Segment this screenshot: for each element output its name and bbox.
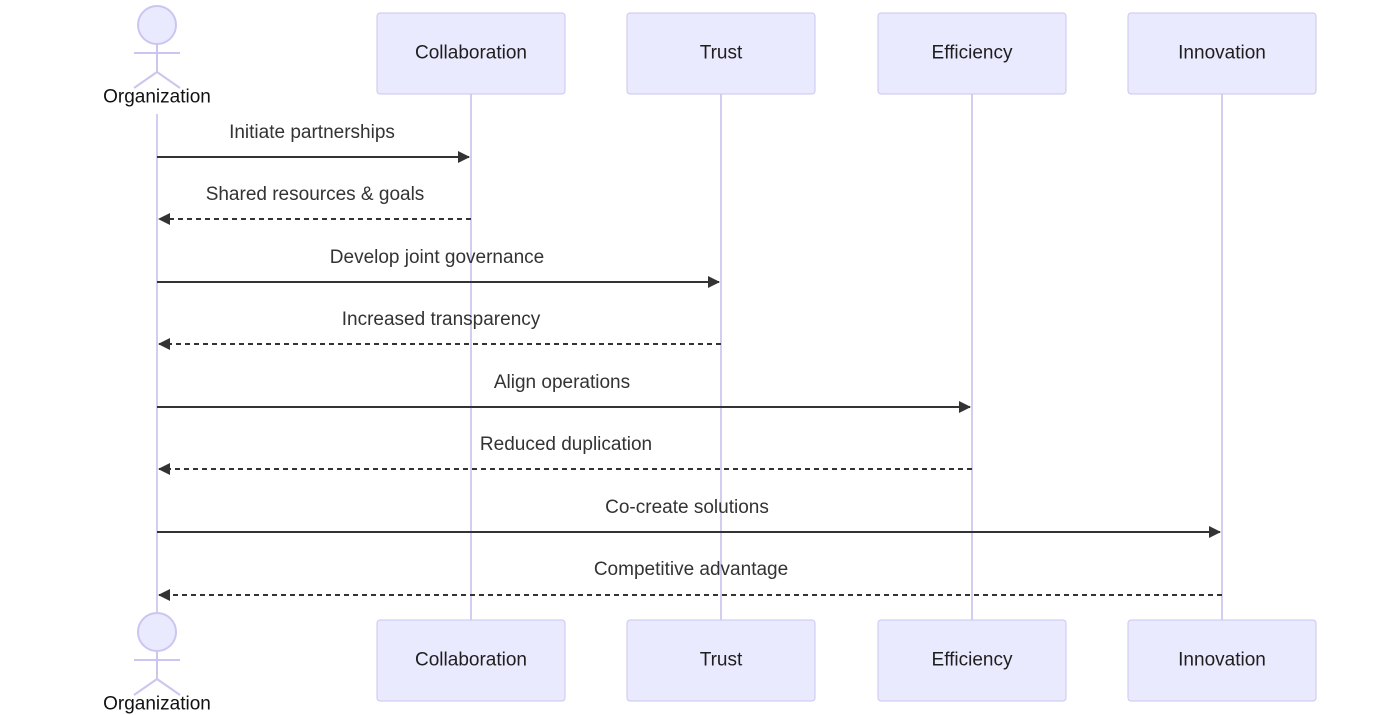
message-label: Increased transparency — [342, 309, 541, 330]
participant-innovation-bottom: Innovation — [1127, 619, 1317, 702]
message-4: Increased transparency — [158, 309, 721, 350]
message-1: Initiate partnerships — [157, 122, 470, 163]
participant-collaboration-top: Collaboration — [376, 12, 566, 95]
message-label: Reduced duplication — [480, 434, 652, 455]
participant-efficiency-bottom: Efficiency — [877, 619, 1067, 702]
lifelines — [156, 94, 1223, 620]
message-8: Competitive advantage — [158, 559, 1222, 601]
participant-label: Innovation — [1178, 650, 1266, 671]
participant-innovation-top: Innovation — [1127, 12, 1317, 95]
participant-box — [1127, 12, 1317, 95]
participant-label: Trust — [700, 43, 743, 64]
actor-right-leg — [156, 678, 181, 696]
participant-trust-bottom: Trust — [626, 619, 816, 702]
participant-efficiency-top: Efficiency — [877, 12, 1067, 95]
participant-box — [626, 619, 816, 702]
messages: Initiate partnerships Shared resources &… — [157, 122, 1222, 601]
actor-head — [137, 612, 177, 652]
message-label: Co-create solutions — [605, 497, 769, 518]
message-label: Competitive advantage — [594, 559, 788, 580]
participant-label: Innovation — [1178, 43, 1266, 64]
participant-box — [376, 12, 566, 95]
message-label: Develop joint governance — [330, 247, 544, 268]
participant-box — [626, 12, 816, 95]
message-6: Reduced duplication — [158, 434, 972, 475]
actor-label: Organization — [103, 694, 211, 715]
participant-collaboration-bottom: Collaboration — [376, 619, 566, 702]
participant-box — [1127, 619, 1317, 702]
actor-right-leg — [156, 71, 181, 89]
actor-organization-top: Organization — [103, 5, 211, 108]
actor-left-leg — [133, 71, 158, 89]
message-7: Co-create solutions — [157, 497, 1221, 538]
participant-box — [376, 619, 566, 702]
participant-label: Efficiency — [932, 43, 1013, 64]
actor-organization-bottom: Organization — [103, 612, 211, 715]
message-label: Initiate partnerships — [229, 122, 395, 143]
message-label: Shared resources & goals — [206, 184, 425, 205]
message-3: Develop joint governance — [157, 247, 720, 288]
participant-label: Trust — [700, 650, 743, 671]
participant-trust-top: Trust — [626, 12, 816, 95]
participant-box — [877, 12, 1067, 95]
message-label: Align operations — [494, 372, 630, 393]
participant-label: Collaboration — [415, 650, 527, 671]
actor-left-leg — [133, 678, 158, 696]
actor-label: Organization — [103, 87, 211, 108]
participant-label: Efficiency — [932, 650, 1013, 671]
message-5: Align operations — [157, 372, 971, 413]
participant-label: Collaboration — [415, 43, 527, 64]
actor-head — [137, 5, 177, 45]
message-2: Shared resources & goals — [158, 184, 471, 225]
participant-box — [877, 619, 1067, 702]
